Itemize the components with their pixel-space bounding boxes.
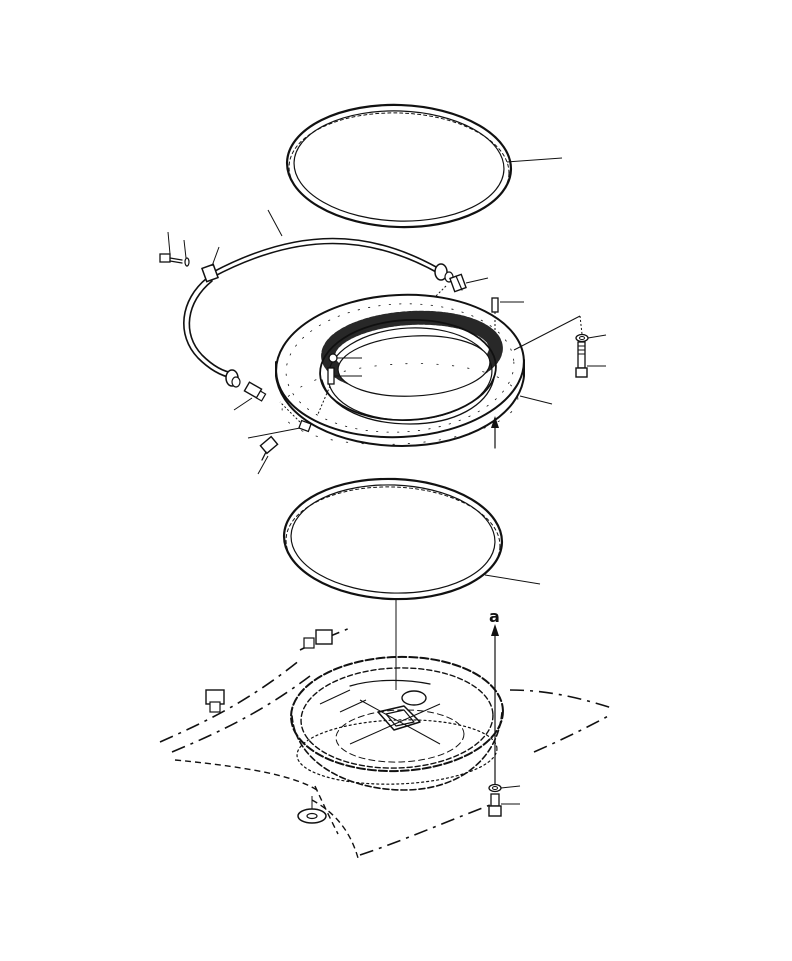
lower-seal-ring [282,477,504,601]
frame-pad [297,808,327,824]
ring-plug [328,353,338,363]
cable-clamp [201,263,219,283]
frame-bracket-left [205,689,225,713]
slewing-bearing [275,293,525,447]
leader-clamp-bolt [167,231,171,255]
bolt-axis-dash [579,315,583,335]
bearing-bolt [575,341,588,378]
leader-fitting-left-3 [247,427,301,439]
floor-arc [349,679,431,687]
leader-frame-washer [500,785,521,789]
grease-fitting-top [449,273,467,293]
inner-edge-line-2 [339,699,367,713]
clamp-washer [184,257,190,267]
bolt-to-ring-line [513,315,581,351]
inner-edge-line [319,689,351,705]
leader-upper-seal [506,157,563,163]
leader-fitting-left-1 [233,397,253,411]
ring-pin [327,367,335,385]
leader-clamp [211,246,220,267]
grease-fitting-left-1 [243,381,267,402]
grease-fitting-left-2 [259,435,279,461]
bearing-washer [575,333,589,343]
frame-bolt [488,793,502,817]
dowel-pin [491,297,499,330]
fitting-top-dash [435,285,447,297]
drain-plug [401,690,427,706]
cable-end-left [225,369,241,388]
assembly-arrow-upper [491,416,499,449]
direction-label-a: a [489,607,500,626]
port-dash [279,401,301,423]
center-joint-plate [349,699,441,745]
clamp-bolt [159,253,183,264]
leader-lower-seal [484,574,541,585]
frame-washer [488,783,502,793]
leader-bearing-washer [587,334,607,339]
leader-clamp-washer [183,239,187,259]
ring-port [298,419,312,433]
ring-pin-dash [317,385,331,415]
lower-frame [159,627,613,859]
leader-bearing [519,395,553,405]
leader-fitting-left-2 [257,455,269,475]
upper-seal-ring [285,103,513,229]
direction-arrow-a: a [489,607,500,787]
leader-cable [267,209,283,237]
leader-fitting-top [465,277,489,284]
frame-bracket-top [303,629,333,649]
